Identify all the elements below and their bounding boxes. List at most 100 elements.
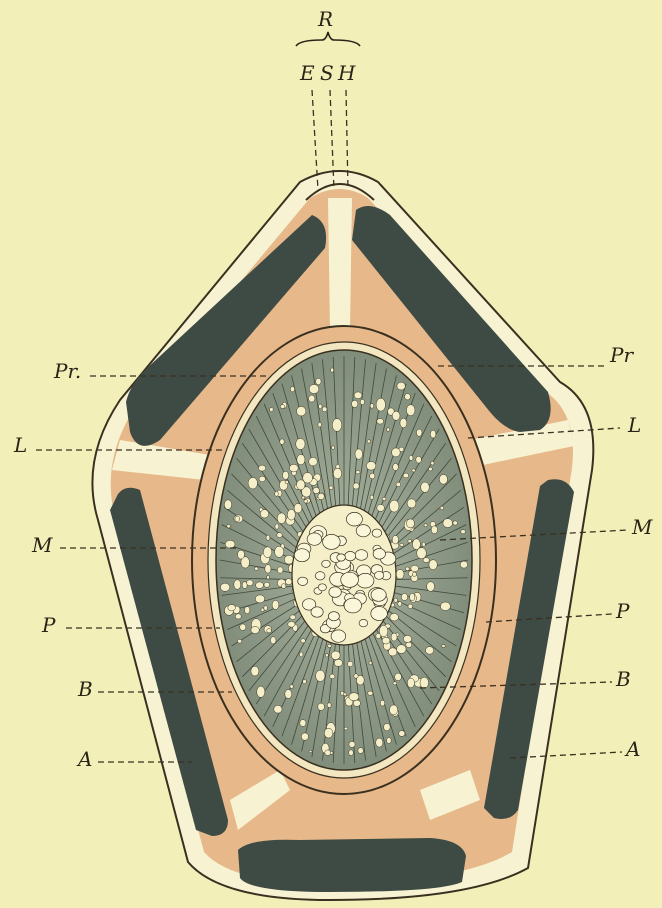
- vesicle: [401, 593, 407, 600]
- vesicle: [309, 384, 319, 393]
- vesicle: [369, 661, 372, 665]
- vesicle: [440, 602, 450, 611]
- vesicle: [289, 464, 298, 472]
- vesicle: [406, 405, 415, 416]
- label-Pr-left: Pr.: [53, 359, 81, 383]
- vesicle: [347, 661, 353, 666]
- vesicle: [275, 524, 279, 529]
- vesicle: [309, 750, 312, 753]
- vesicle: [393, 682, 397, 685]
- vesicle: [322, 407, 327, 412]
- vesicle: [272, 600, 279, 609]
- vesicle: [390, 613, 399, 621]
- dark-plate-bottom: [238, 838, 466, 892]
- vesicle: [297, 454, 305, 464]
- vesicle: [251, 666, 259, 676]
- vesicle: [275, 491, 279, 496]
- pith-cell: [298, 577, 308, 585]
- vesicle: [275, 546, 284, 557]
- vesicle: [332, 446, 335, 450]
- vesicle: [344, 727, 348, 730]
- vesicle: [394, 598, 398, 602]
- vesicle: [309, 395, 315, 402]
- vesicle: [280, 405, 285, 409]
- vesicle: [333, 468, 341, 479]
- vesicle: [256, 582, 264, 589]
- label-L-left: L: [13, 433, 27, 457]
- vesicle: [430, 430, 436, 438]
- vesicle: [290, 387, 294, 392]
- vesicle: [353, 700, 360, 706]
- vesicle: [377, 419, 384, 425]
- label-A-left: A: [76, 747, 92, 771]
- label-P-left: P: [41, 613, 56, 637]
- vesicle: [461, 530, 466, 534]
- vesicle: [324, 728, 333, 738]
- vesicle: [416, 456, 422, 463]
- vesicle: [309, 457, 318, 466]
- label-Pr-right: Pr: [609, 343, 634, 367]
- vesicle: [407, 519, 415, 528]
- vesicle: [245, 607, 250, 614]
- vesicle: [296, 438, 305, 449]
- pith-cell: [344, 598, 361, 613]
- vesicle: [403, 473, 409, 478]
- pith-cell: [329, 587, 341, 598]
- pith-cell: [346, 512, 362, 526]
- vesicle: [267, 575, 270, 579]
- vesicle: [270, 408, 274, 412]
- vesicle: [377, 504, 385, 511]
- label-B-left: B: [77, 677, 93, 701]
- vesicle: [270, 637, 276, 644]
- R-bracket: [296, 32, 360, 46]
- vesicle: [316, 378, 321, 385]
- vesicle: [423, 558, 429, 563]
- vesicle: [411, 565, 419, 571]
- vesicle: [251, 626, 259, 633]
- vesicle: [382, 497, 386, 500]
- vesicle: [429, 560, 437, 570]
- vesicle: [396, 482, 401, 486]
- vesicle: [329, 486, 333, 490]
- vesicle: [300, 720, 306, 727]
- vesicle: [301, 639, 306, 643]
- label-S: S: [320, 61, 334, 85]
- pith-cell: [356, 525, 370, 537]
- vesicle: [422, 542, 425, 546]
- vesicle: [332, 419, 342, 432]
- label-E: E: [299, 61, 315, 85]
- label-R: R: [317, 7, 333, 31]
- vesicle: [334, 659, 342, 666]
- vesicle: [370, 495, 373, 499]
- vesicle: [395, 673, 402, 681]
- vesicle: [316, 670, 325, 681]
- vesicle: [349, 741, 355, 747]
- pith-cell: [307, 533, 322, 545]
- label-M-left: M: [31, 533, 53, 557]
- vesicle: [225, 540, 235, 548]
- label-P-right: P: [615, 599, 630, 623]
- pith-cell: [315, 572, 325, 580]
- vesicle: [254, 567, 258, 571]
- vesicle: [290, 615, 296, 620]
- vesicle: [349, 693, 359, 701]
- vesicle: [392, 535, 398, 544]
- vesicle: [389, 500, 399, 512]
- vesicle: [299, 652, 303, 657]
- vesicle: [399, 731, 405, 737]
- vesicle: [408, 539, 412, 542]
- pith-cell: [372, 529, 382, 537]
- vesicle: [360, 399, 364, 404]
- vesicle: [267, 629, 272, 633]
- vesicle: [286, 579, 292, 585]
- label-M-right: M: [631, 515, 653, 539]
- vesicle: [330, 674, 335, 679]
- vesicle: [380, 700, 385, 706]
- vesicle: [266, 535, 270, 540]
- vesicle: [313, 487, 319, 493]
- vesicle: [227, 524, 231, 528]
- vesicle: [264, 582, 270, 587]
- vesicle: [421, 482, 430, 492]
